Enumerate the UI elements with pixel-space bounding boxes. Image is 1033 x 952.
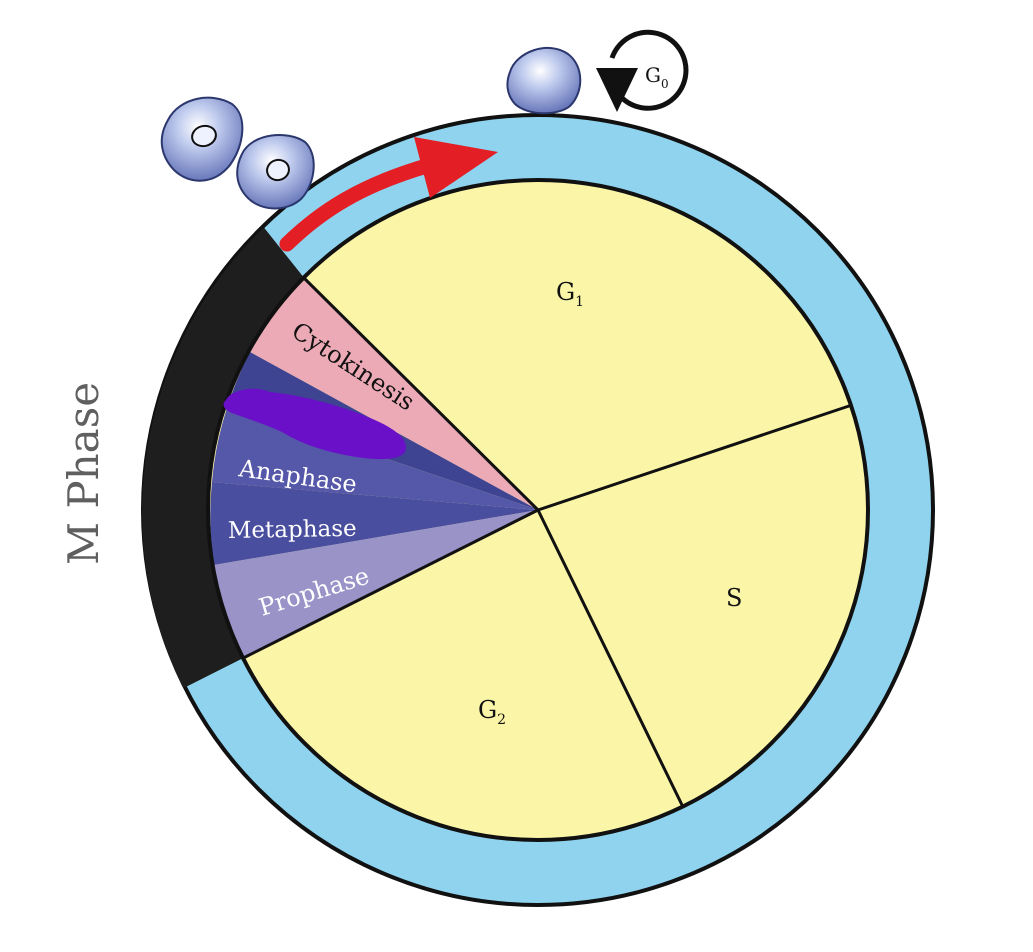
cell-icon: [236, 134, 315, 210]
curved-arrow-head: [414, 137, 498, 198]
scribble-mark: [223, 388, 406, 460]
nucleus-icon: [266, 158, 290, 182]
inner-circle-outline: [206, 178, 870, 842]
divider-s-g2: [536, 509, 685, 808]
divider-g1-s: [537, 402, 856, 512]
s-label: S: [726, 584, 742, 612]
divider-g1-m: [303, 277, 540, 512]
m-phase-band: [142, 227, 305, 689]
m-phase-side-label: M Phase: [59, 382, 108, 565]
cycle-arrow-icon: [609, 29, 689, 111]
cell-icon: [160, 96, 244, 182]
divider-g2-m: [242, 508, 539, 660]
nucleus-icon: [191, 124, 217, 148]
sector-metaphase: [210, 482, 539, 565]
cycle-arrow-head: [596, 68, 638, 112]
sector-prophase: [214, 510, 538, 658]
g0-label: G0: [645, 63, 669, 91]
g2-label: G2: [478, 696, 506, 728]
curved-arrow-icon: [279, 157, 438, 252]
cell-icon: [506, 47, 582, 115]
g1-label: G1: [556, 278, 584, 310]
metaphase-label: Metaphase: [228, 516, 357, 544]
sector-cytokinesis: [250, 279, 538, 510]
